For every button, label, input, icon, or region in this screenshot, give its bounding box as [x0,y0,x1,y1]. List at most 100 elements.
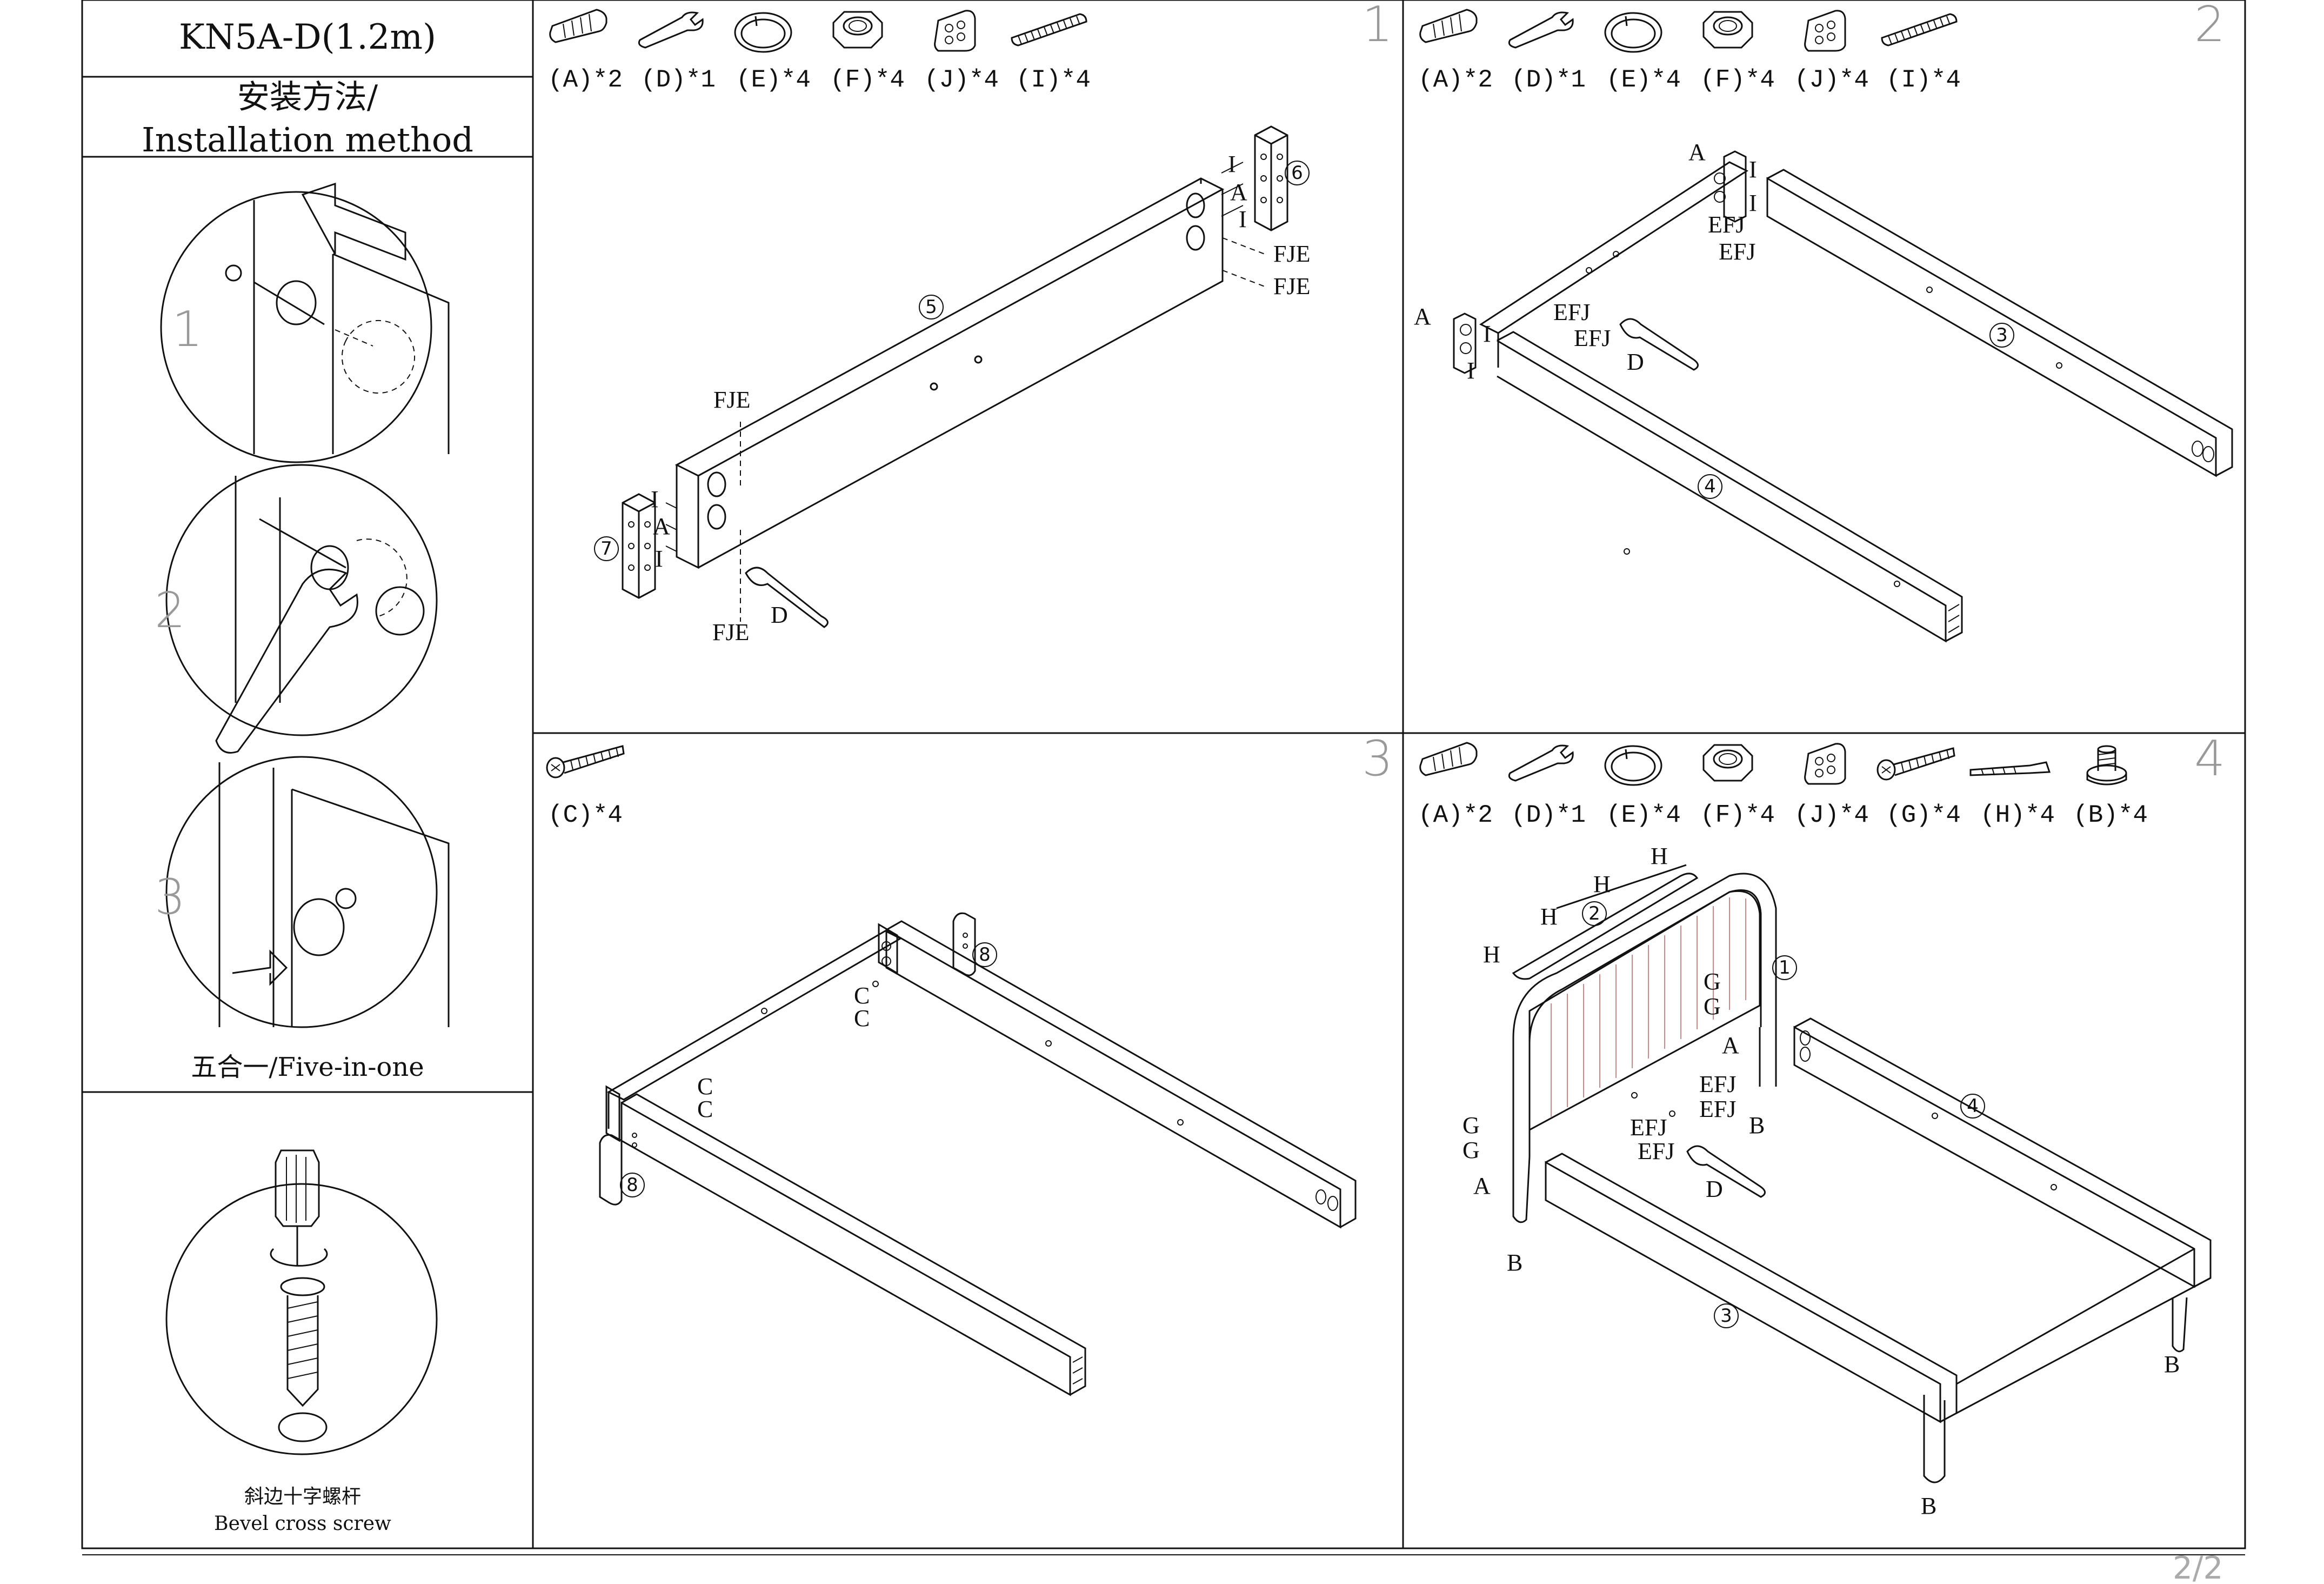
wood-screw-icon [1969,761,2051,776]
detail-3-number: 3 [155,869,185,926]
label-EFJ: EFJ [1708,211,1745,238]
detail-circle-1: 1 [160,182,450,463]
wrench-icon [1508,11,1574,49]
label-C: C [854,1005,870,1031]
cam-plate-icon [934,10,976,52]
label-EFJ: EFJ [1574,325,1611,351]
label-FJE: FJE [712,619,749,645]
label-I: I [1749,190,1757,216]
label-G: G [1462,1137,1480,1163]
callout-6: 6 [1291,162,1303,184]
callout-8: 8 [979,944,991,966]
nut-icon [832,11,883,49]
method-title-en: Installation method [142,120,473,159]
step-4-number: 4 [2194,730,2225,787]
screw-label-en: Bevel cross screw [214,1513,391,1535]
label-FJE: FJE [1273,241,1310,267]
screw-icon [546,745,625,778]
part-c-qty: (C)*4 [548,801,623,829]
callout-2: 2 [1588,903,1600,924]
callout-4: 4 [1704,476,1716,497]
label-EFJ: EFJ [1553,299,1590,325]
label-B: B [1507,1249,1522,1276]
dowel-icon [1419,9,1478,43]
part-j-qty: (J)*4 [1794,66,1869,94]
five-in-one-label: 五合一/Five-in-one [191,1052,424,1082]
label-G: G [1704,993,1721,1020]
step-2-parts: (A)*2 (D)*1 (E)*4 (F)*4 (J)*4 (I)*4 [1418,9,1961,94]
label-C: C [697,1073,713,1100]
label-D: D [771,602,788,628]
dowel-icon [1419,742,1478,776]
step-4-drawing: 1 2 3 4 H H H H G G A EFJ EFJ B G G A EF… [1462,843,2212,1519]
step-3-drawing: 8 8 C C C C [599,912,1357,1396]
part-d-qty: (D)*1 [1511,801,1586,829]
callout-5: 5 [925,296,937,318]
label-A: A [1230,179,1247,205]
label-B: B [1749,1112,1765,1139]
washer-icon [1604,12,1662,53]
part-d-qty: (D)*1 [641,66,716,94]
detail-circle-3: 3 [155,756,450,1028]
part-b-qty: (B)*4 [2073,801,2148,829]
label-A: A [1722,1032,1739,1059]
label-A: A [1414,303,1431,330]
headboard-channels [1551,897,1746,1117]
label-H: H [1540,903,1558,930]
label-FJE: FJE [1273,273,1310,300]
label-I: I [1239,206,1247,232]
part-e-qty: (E)*4 [1606,801,1681,829]
label-B: B [1921,1493,1936,1519]
part-g-qty: (G)*4 [1886,801,1961,829]
washer-icon [1604,745,1662,786]
model-code: KN5A-D(1.2m) [179,17,436,57]
callout-3: 3 [1996,324,2008,346]
label-I: I [1749,156,1757,183]
cam-plate-icon [1804,10,1846,52]
part-a-qty: (A)*2 [1418,801,1493,829]
step-1-drawing: 5 6 7 I A I FJE FJE FJE I A I FJE D [594,125,1310,645]
part-a-qty: (A)*2 [1418,66,1493,94]
callout-7: 7 [600,538,612,560]
wrench-icon [638,11,704,49]
step-2-number: 2 [2194,0,2225,53]
nut-icon [1702,11,1753,49]
part-f-qty: (F)*4 [830,66,905,94]
cam-plate-icon [1804,743,1846,785]
label-I: I [1467,357,1475,384]
detail-circle-2: 2 [155,464,438,754]
step-2-drawing: 3 4 A I I EFJ EFJ A I I EFJ EFJ D [1414,139,2233,643]
bolt-icon [1881,13,1958,46]
step-1-number: 1 [1362,0,1393,53]
method-title-cn: 安装方法/ [237,78,378,116]
detail-2-number: 2 [155,582,185,639]
label-FJE: FJE [713,387,750,413]
part-h-qty: (H)*4 [1980,801,2055,829]
wrench-icon [1508,744,1574,782]
label-D: D [1627,349,1644,375]
part-f-qty: (F)*4 [1700,66,1775,94]
label-D: D [1706,1176,1723,1202]
part-e-qty: (E)*4 [1606,66,1681,94]
label-G: G [1704,968,1721,995]
label-I: I [655,545,663,572]
callout-4: 4 [1967,1095,1979,1117]
label-H: H [1651,843,1668,869]
label-I: I [1228,151,1236,177]
label-B: B [2164,1351,2180,1377]
leg-bolt-icon [2086,745,2127,786]
label-A: A [1473,1173,1491,1199]
page-number: 2/2 [2173,1549,2223,1584]
step-3-number: 3 [1362,730,1393,787]
label-I: I [651,486,659,513]
screw-icon [1876,747,1955,781]
step-4-parts: (A)*2 (D)*1 (E)*4 (F)*4 (J)*4 (G)*4 (H)*… [1418,742,2148,829]
washer-icon [734,12,792,53]
dowel-icon [549,9,607,43]
label-I: I [1483,321,1491,347]
part-d-qty: (D)*1 [1511,66,1586,94]
label-H: H [1483,941,1500,968]
nut-icon [1702,744,1753,782]
label-EFJ: EFJ [1699,1071,1736,1097]
